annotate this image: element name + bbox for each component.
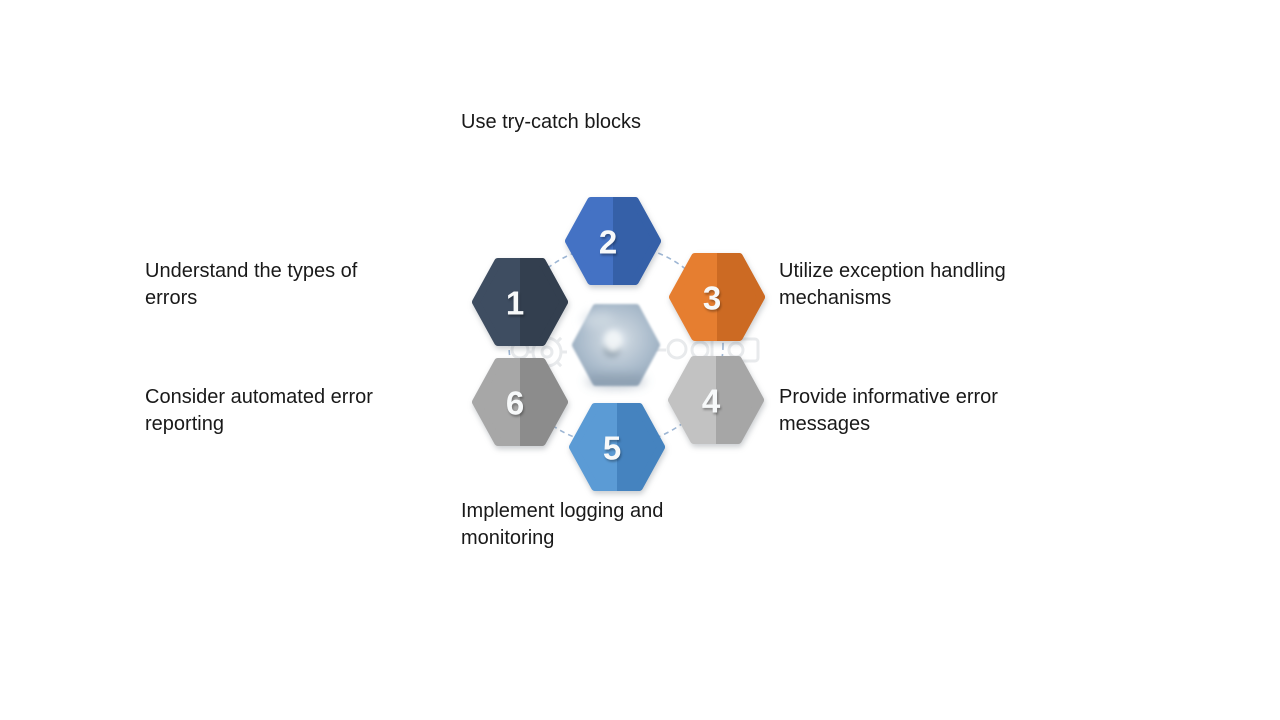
step-number-2: 2 [599,224,617,261]
step-6-label: Consider automated error reporting [145,386,373,435]
hexagon-step-4: 4 [668,356,764,444]
step-number-6: 6 [506,385,524,422]
step-2-label: Use try-catch blocks [461,111,642,133]
hexagon-step-3: 3 [669,253,765,341]
step-number-5: 5 [603,430,621,467]
step-5-label: Implement logging and monitoring [461,500,664,549]
step-number-4: 4 [702,383,721,420]
hexagon-step-1: 1 [472,258,568,346]
center-gears-image [572,304,660,388]
step-1-label: Understand the types of errors [145,260,358,309]
step-3-label: Utilize exception handling mechanisms [779,260,1006,309]
hexagon-step-5: 5 [569,403,665,491]
hexagon-step-6: 6 [472,358,568,446]
step-number-3: 3 [703,280,721,317]
step-number-1: 1 [506,285,524,322]
step-4-label: Provide informative error messages [779,386,998,435]
hexagon-step-2: 2 [565,197,661,285]
